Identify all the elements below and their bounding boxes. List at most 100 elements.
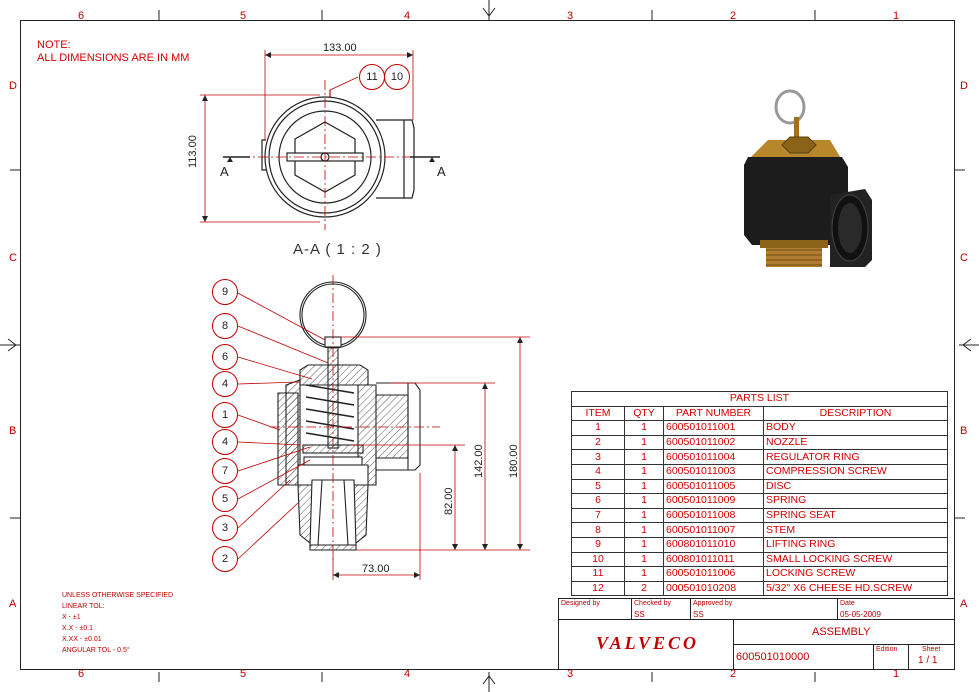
zone-bottom-3: 3 (567, 668, 574, 680)
cell-qty: 1 (624, 478, 664, 495)
drawing-frame (20, 20, 955, 670)
zone-top-3: 3 (567, 10, 574, 22)
approved-by-label: Approved by (693, 600, 733, 607)
dim-82: 82.00 (443, 487, 455, 515)
tolerance-block: UNLESS OTHERWISE SPECIFIED LINEAR TOL: X… (62, 590, 173, 656)
parts-list-table: PARTS LIST ITEM QTY PART NUMBER DESCRIPT… (571, 391, 948, 597)
company-logo: VALVECO (596, 633, 700, 653)
tol-line-2: LINEAR TOL: (62, 603, 105, 610)
cell-description: SPRING SEAT (763, 507, 948, 524)
zone-right-A: A (960, 598, 968, 610)
cell-qty: 1 (624, 420, 664, 436)
tol-line-6: ANGULAR TOL - 0.5° (62, 647, 130, 654)
balloon-7: 7 (212, 458, 238, 484)
cell-qty: 1 (624, 463, 664, 480)
cell-item: 4 (571, 463, 625, 480)
section-mark-left: A (220, 164, 229, 179)
cell-item: 10 (571, 551, 625, 568)
cell-part-number: 600501011005 (663, 478, 764, 495)
balloon-10: 10 (384, 64, 410, 90)
section-mark-right: A (437, 164, 446, 179)
cell-part-number: 600501011006 (663, 566, 764, 582)
balloon-2: 2 (212, 546, 238, 572)
dim-180: 180.00 (508, 444, 520, 478)
approved-by-value: SS (693, 610, 704, 619)
zone-top-5: 5 (240, 10, 247, 22)
zone-top-6: 6 (78, 10, 85, 22)
cell-description: 5/32" X6 CHEESE HD.SCREW (763, 580, 948, 597)
cell-item: 9 (571, 536, 625, 553)
cell-description: STEM (763, 522, 948, 538)
zone-bottom-4: 4 (404, 668, 411, 680)
cell-part-number: 600501011002 (663, 434, 764, 451)
balloon-6: 6 (212, 344, 238, 370)
valve-3d-render (744, 89, 872, 267)
dim-height-113: 113.00 (187, 135, 199, 168)
balloon-5: 5 (212, 486, 238, 512)
zone-bottom-6: 6 (78, 668, 85, 680)
col-item: ITEM (571, 405, 625, 422)
cell-item: 7 (571, 507, 625, 524)
cell-qty: 1 (624, 551, 664, 568)
cell-item: 8 (571, 522, 625, 538)
col-part-number: PART NUMBER (663, 405, 764, 422)
cell-qty: 1 (624, 434, 664, 451)
cell-description: LOCKING SCREW (763, 566, 948, 582)
tol-line-5: X.XX - ±0.01 (62, 636, 102, 643)
zone-left-D: D (9, 80, 17, 92)
cell-qty: 2 (624, 580, 664, 597)
balloon-8: 8 (212, 313, 238, 339)
balloon-9: 9 (212, 279, 238, 305)
cell-item: 11 (571, 566, 625, 582)
section-view-drawing (235, 275, 530, 580)
balloon-4b: 4 (212, 429, 238, 455)
cell-description: SPRING (763, 493, 948, 509)
checked-by-label: Checked by (634, 600, 671, 607)
section-view-label: A-A ( 1 : 2 ) (293, 241, 382, 258)
cell-description: LIFTING RING (763, 536, 948, 553)
tol-line-1: UNLESS OTHERWISE SPECIFIED (62, 592, 174, 599)
cell-part-number: 600501011003 (663, 463, 764, 480)
cell-qty: 1 (624, 566, 664, 582)
zone-top-4: 4 (404, 10, 411, 22)
cell-item: 12 (571, 580, 625, 597)
cell-part-number: 600501011004 (663, 449, 764, 465)
tol-line-4: X.X - ±0.1 (62, 625, 94, 632)
cell-qty: 1 (624, 493, 664, 509)
cell-item: 3 (571, 449, 625, 465)
zone-right-B: B (960, 425, 968, 437)
cell-description: DISC (763, 478, 948, 495)
zone-top-2: 2 (730, 10, 737, 22)
balloon-1: 1 (212, 402, 238, 428)
dim-73: 73.00 (362, 563, 390, 575)
cell-qty: 1 (624, 536, 664, 553)
parts-list-header: ITEM QTY PART NUMBER DESCRIPTION (571, 405, 948, 422)
dim-width-133: 133.00 (323, 42, 357, 54)
top-view-drawing (200, 50, 440, 230)
col-qty: QTY (624, 405, 664, 422)
cell-item: 2 (571, 434, 625, 451)
sheet-label: Sheet (922, 646, 941, 653)
dim-142: 142.00 (473, 444, 485, 478)
designed-by-label: Designed by (561, 600, 600, 607)
cell-part-number: 600501011007 (663, 522, 764, 538)
checked-by-value: SS (634, 610, 645, 619)
drawing-number: 600501010000 (736, 651, 810, 663)
zone-left-A: A (9, 598, 17, 610)
zone-left-B: B (9, 425, 17, 437)
zone-bottom-1: 1 (893, 668, 900, 680)
cell-description: REGULATOR RING (763, 449, 948, 465)
zone-top-1: 1 (893, 10, 900, 22)
